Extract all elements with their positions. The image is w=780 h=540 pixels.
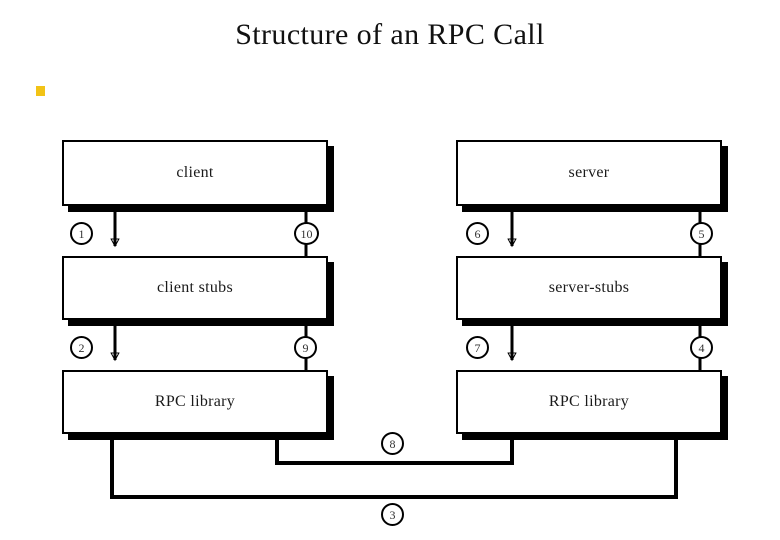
page-title: Structure of an RPC Call <box>235 18 545 51</box>
box-client-stubs-label: client stubs <box>156 279 234 296</box>
box-client-rpc-library-label: RPC library <box>154 393 236 410</box>
step-badge-8[interactable]: 8 <box>381 432 404 455</box>
step-badge-3[interactable]: 3 <box>381 503 404 526</box>
step-badge-9[interactable]: 9 <box>294 336 317 359</box>
step-badge-2[interactable]: 2 <box>70 336 93 359</box>
step-badge-6[interactable]: 6 <box>466 222 489 245</box>
box-client-rpc-library[interactable]: RPC library <box>62 370 328 434</box>
step-badge-5[interactable]: 5 <box>690 222 713 245</box>
box-server-stubs-label: server-stubs <box>548 279 630 296</box>
box-client-label: client <box>176 164 214 181</box>
step-badge-7[interactable]: 7 <box>466 336 489 359</box>
step-badge-4[interactable]: 4 <box>690 336 713 359</box>
bridge-step-3 <box>110 435 678 499</box>
box-server[interactable]: server <box>456 140 722 206</box>
step-badge-10[interactable]: 10 <box>294 222 319 245</box>
box-server-label: server <box>568 164 610 181</box>
box-client[interactable]: client <box>62 140 328 206</box>
bullet-marker-icon <box>36 86 45 96</box>
box-server-rpc-library-label: RPC library <box>548 393 630 410</box>
box-server-stubs[interactable]: server-stubs <box>456 256 722 320</box>
box-client-stubs[interactable]: client stubs <box>62 256 328 320</box>
bridge-step-8 <box>275 434 514 465</box>
step-badge-1[interactable]: 1 <box>70 222 93 245</box>
box-server-rpc-library[interactable]: RPC library <box>456 370 722 434</box>
